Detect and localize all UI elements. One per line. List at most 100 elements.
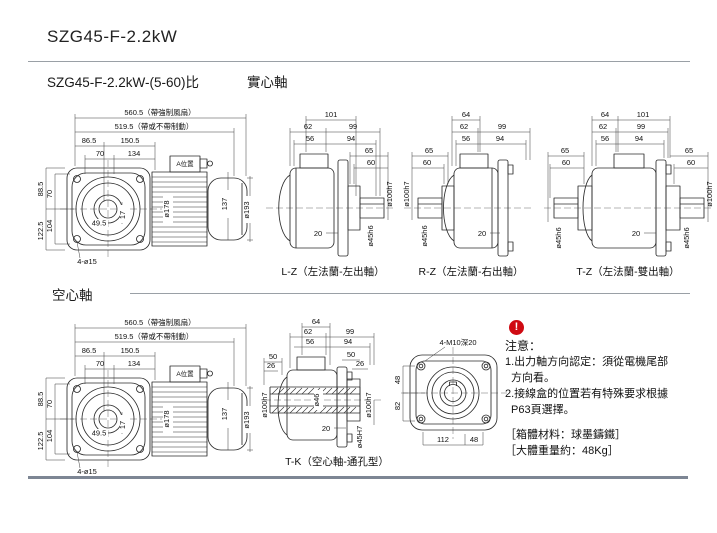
dim-pilot-right: ø100h7 xyxy=(364,392,373,417)
dim-122-5: 122.5 xyxy=(36,222,45,241)
page-title: SZG45-F-2.2kW xyxy=(47,27,178,46)
dim-64: 64 xyxy=(312,317,320,326)
dim-overall-fan: 560.5（帶強制風扇） xyxy=(124,317,195,327)
terminal-box-label: A位置 xyxy=(176,159,194,168)
flange-face-svg: 4-M10深20 48 82 112 48 xyxy=(393,338,507,446)
dim-mount-holes: 4-ø15 xyxy=(77,467,97,476)
note-line-2b: P63頁選擇。 xyxy=(511,404,575,416)
dim-86-5: 86.5 xyxy=(82,136,97,145)
dim-134: 134 xyxy=(128,359,141,368)
tk-dim-lines xyxy=(263,323,375,429)
dim-94: 94 xyxy=(635,134,643,143)
dim-88-5: 88.5 xyxy=(36,392,45,407)
dim-88-5: 88.5 xyxy=(36,182,45,197)
lz-outline xyxy=(278,153,385,257)
dim-60-left: 60 xyxy=(562,158,570,167)
lz-caption: L-Z（左法蘭-左出軸） xyxy=(281,265,384,278)
motor-fins xyxy=(152,176,207,243)
approx-weight: ［大體重量約：48Kg］ xyxy=(505,445,619,457)
dim-49-5: 49.5 xyxy=(92,429,107,438)
dim-motor-dia: ø178 xyxy=(162,200,171,217)
model-ratio-label: SZG45-F-2.2kW-(5-60)比 xyxy=(47,75,200,90)
dim-56: 56 xyxy=(306,134,314,143)
dim-overall-brake: 519.5（帶或不帶制動） xyxy=(115,331,194,341)
view-tz-svg: 64 101 62 99 56 94 65 65 60 60 ø45h6 ø45… xyxy=(544,110,714,278)
dim-20: 20 xyxy=(314,229,322,238)
dim-mount-holes: 4-ø15 xyxy=(77,257,97,266)
dim-150-5: 150.5 xyxy=(121,136,140,145)
dim-motor-dia: ø178 xyxy=(162,410,171,427)
front-view-svg: 560.5（帶強制風扇） 519.5（帶或不帶制動） 86.5 150.5 70… xyxy=(36,107,253,266)
tk-caption: T-K（空心軸-通孔型） xyxy=(285,455,389,468)
centerlines xyxy=(60,160,162,258)
dim-pilot: ø100h7 xyxy=(402,181,411,206)
view-lz-svg: 101 62 99 56 94 65 60 ø100h7 ø45h6 20 L-… xyxy=(266,110,396,278)
dim-70-left: 70 xyxy=(45,190,54,198)
dim-60: 60 xyxy=(423,158,431,167)
dim-60-right: 60 xyxy=(687,158,695,167)
dim-65: 65 xyxy=(425,146,433,155)
dim-94: 94 xyxy=(496,134,504,143)
dim-62: 62 xyxy=(460,122,468,131)
dim-20: 20 xyxy=(632,229,640,238)
motor-fins xyxy=(152,386,207,453)
dim-26-right: 26 xyxy=(356,359,364,368)
gearbox-outline xyxy=(66,365,248,461)
dim-overall-brake: 519.5（帶或不帶制動） xyxy=(115,121,194,131)
dimension-lines xyxy=(45,324,253,469)
dim-65: 65 xyxy=(365,146,373,155)
dim-shaft-right: ø45h6 xyxy=(682,227,691,248)
dim-99: 99 xyxy=(349,122,357,131)
section-divider xyxy=(130,293,690,294)
dim-pilot-left: ø100h7 xyxy=(260,392,269,417)
rz-dim-lines xyxy=(411,116,531,234)
dim-60: 60 xyxy=(367,158,375,167)
dim-56: 56 xyxy=(306,337,314,346)
dim-101: 101 xyxy=(637,110,650,119)
dim-150-5: 150.5 xyxy=(121,346,140,355)
dim-65-right: 65 xyxy=(685,146,693,155)
dimension-lines xyxy=(45,114,253,259)
alert-icon: ! xyxy=(509,320,524,335)
dim-pilot: ø100h7 xyxy=(705,181,714,206)
dim-50-left: 50 xyxy=(269,352,277,361)
dim-17: 17 xyxy=(118,211,127,219)
view-tk-svg: 64 62 99 56 94 50 26 50 26 ø100h7 ø46 ø1… xyxy=(260,317,389,468)
flange-dim-lines xyxy=(402,346,484,446)
dim-cover-dia: ø193 xyxy=(242,201,251,218)
dim-pilot: ø100h7 xyxy=(385,181,394,206)
tap-holes-label: 4-M10深20 xyxy=(439,338,476,347)
dim-99: 99 xyxy=(498,122,506,131)
dim-62: 62 xyxy=(599,122,607,131)
flange-outline xyxy=(409,354,498,431)
dim-56: 56 xyxy=(601,134,609,143)
dim-82: 82 xyxy=(393,402,402,410)
dim-hollow-bore: ø45H7 xyxy=(355,426,364,449)
dim-104: 104 xyxy=(45,430,54,443)
rz-outline xyxy=(417,153,514,257)
dim-20: 20 xyxy=(322,424,330,433)
tz-caption: T-Z（左法蘭-雙出軸） xyxy=(576,265,679,278)
dim-86-5: 86.5 xyxy=(82,346,97,355)
view-rz-svg: 64 62 99 56 94 65 60 ø100h7 ø45h6 20 R-Z… xyxy=(402,110,534,278)
dim-99: 99 xyxy=(637,122,645,131)
front-view-svg: 560.5（帶強制風扇） 519.5（帶或不帶制動） 86.5 150.5 70… xyxy=(36,317,253,476)
dim-bore: ø46 xyxy=(312,394,321,407)
dim-48-left: 48 xyxy=(393,376,402,384)
terminal-box-label: A位置 xyxy=(176,369,194,378)
dim-134: 134 xyxy=(128,149,141,158)
dim-shaft: ø45h6 xyxy=(420,225,429,246)
dim-65-left: 65 xyxy=(561,146,569,155)
notes-heading: 注意： xyxy=(505,339,542,353)
dim-137: 137 xyxy=(220,198,229,211)
dim-94: 94 xyxy=(344,337,352,346)
dim-20: 20 xyxy=(478,229,486,238)
dim-shaft-left: ø45h6 xyxy=(554,227,563,248)
tz-outline xyxy=(553,153,705,257)
dim-101: 101 xyxy=(325,110,338,119)
tk-outline xyxy=(269,356,361,448)
footer-bar xyxy=(28,476,688,479)
title-divider xyxy=(28,61,690,62)
note-line-2: 2.接線盒的位置若有特殊要求根據 xyxy=(505,388,669,400)
dim-70-top: 70 xyxy=(96,359,104,368)
